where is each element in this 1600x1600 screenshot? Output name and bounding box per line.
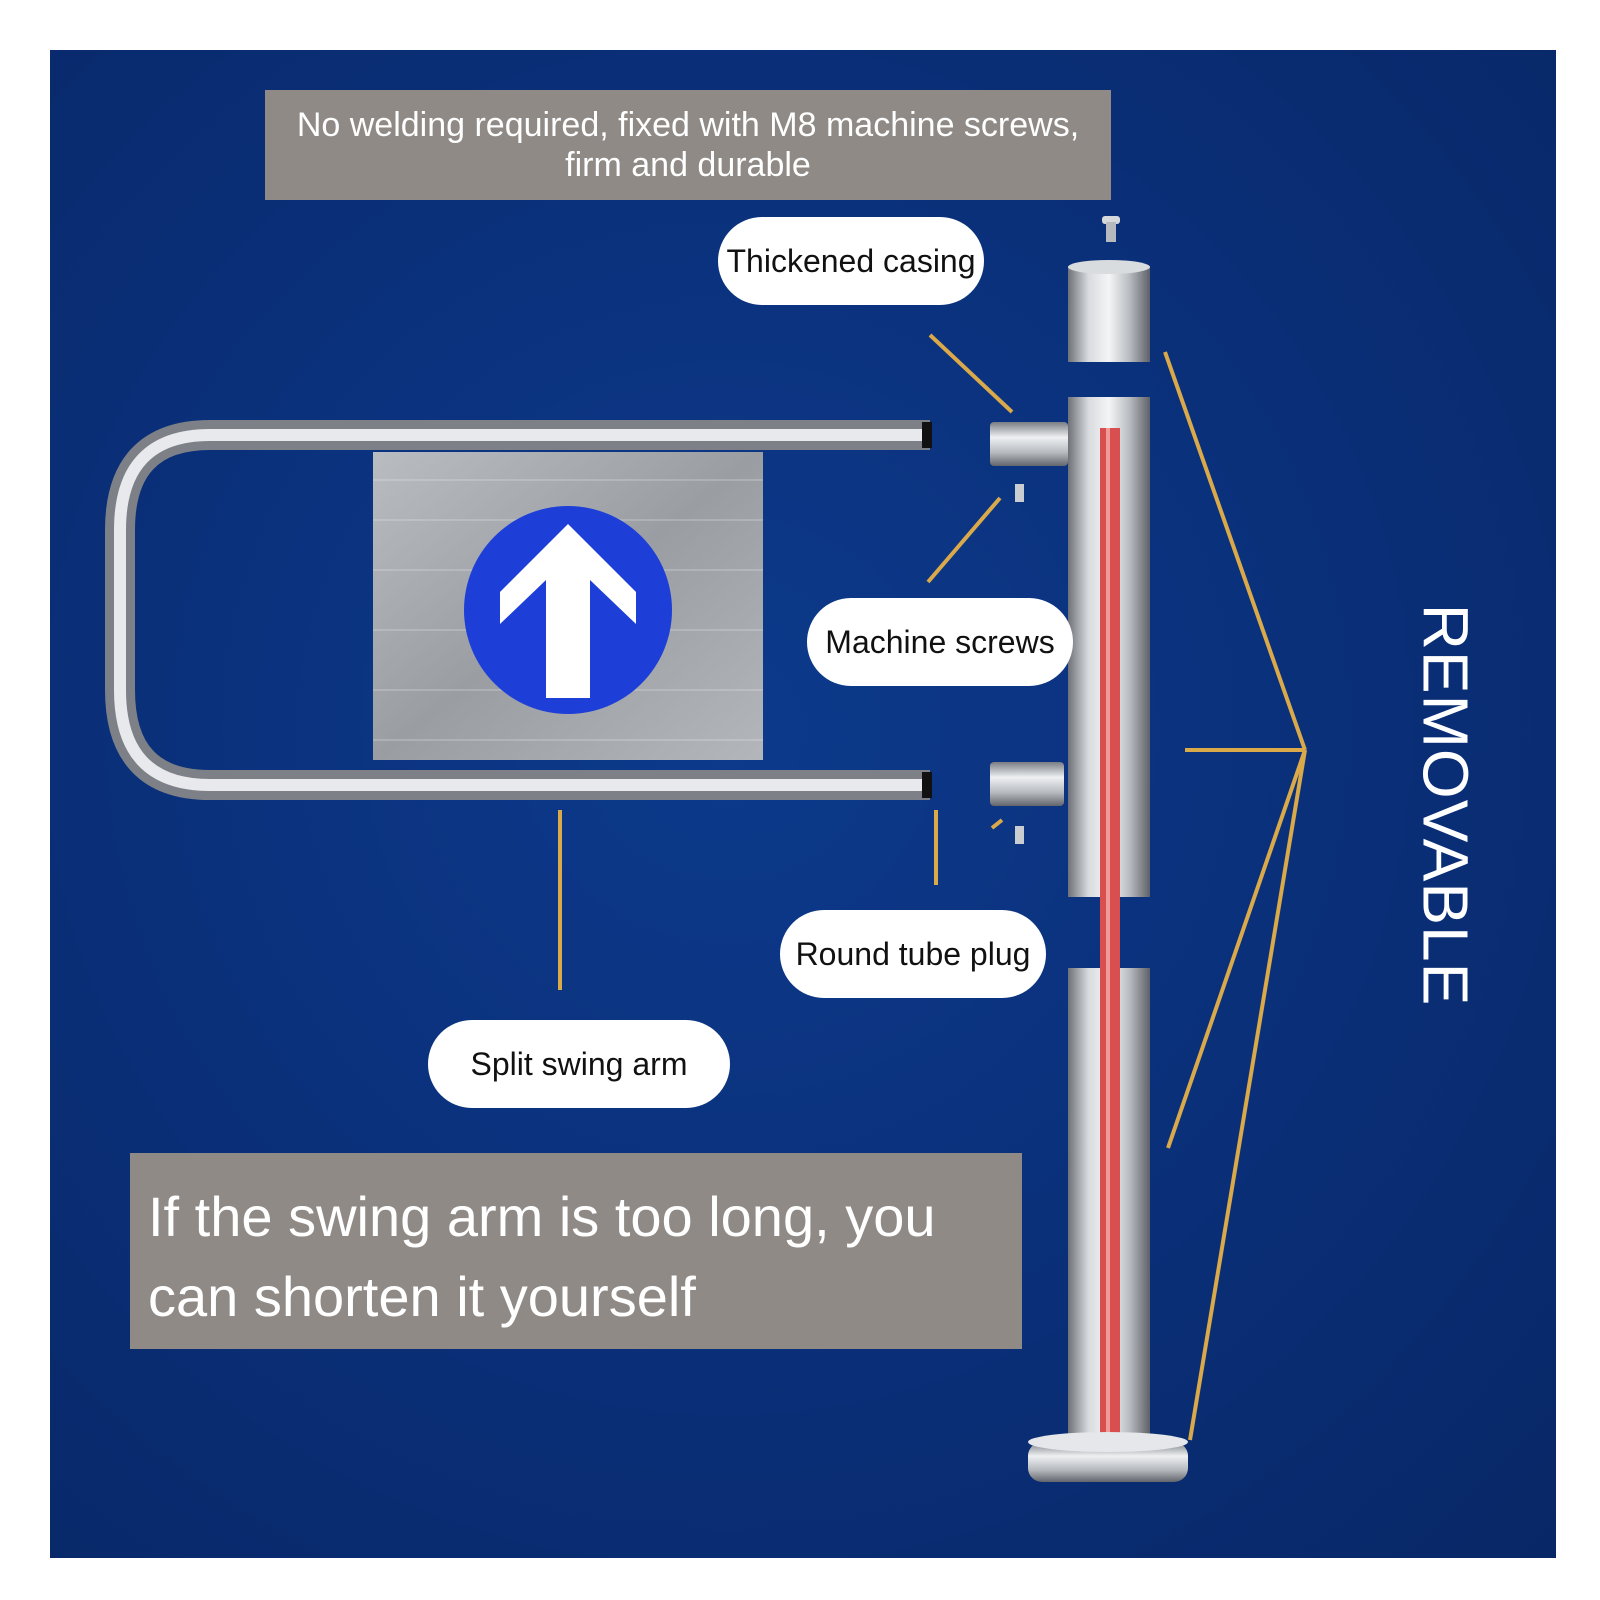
tube-plug <box>1102 216 1120 242</box>
lower-arm-connector <box>990 762 1064 806</box>
machine-screw-top <box>1015 484 1024 502</box>
round-tube-plug-callout: Round tube plug <box>780 910 1046 998</box>
bottom-banner: If the swing arm is too long, you can sh… <box>130 1153 1022 1349</box>
top-banner: No welding required, fixed with M8 machi… <box>265 90 1111 200</box>
turnstile-illustration <box>105 216 1307 1482</box>
post-base <box>1028 1432 1188 1482</box>
machine-screw-bottom <box>1015 826 1024 844</box>
machine-screws-callout: Machine screws <box>807 598 1073 686</box>
swing-arm-tube <box>105 420 932 800</box>
post-top-cap <box>1068 266 1150 362</box>
split-swing-arm-callout: Split swing arm <box>428 1020 730 1108</box>
upper-arm-connector <box>990 422 1068 466</box>
callout-lines <box>558 333 1307 1441</box>
diagram-panel: No welding required, fixed with M8 machi… <box>50 50 1556 1558</box>
thickened-casing-callout: Thickened casing <box>718 217 984 305</box>
removable-label: REMOVABLE <box>1409 603 1481 1007</box>
up-arrow-icon <box>464 506 672 714</box>
removable-label-wrap: REMOVABLE <box>1409 580 1481 1030</box>
